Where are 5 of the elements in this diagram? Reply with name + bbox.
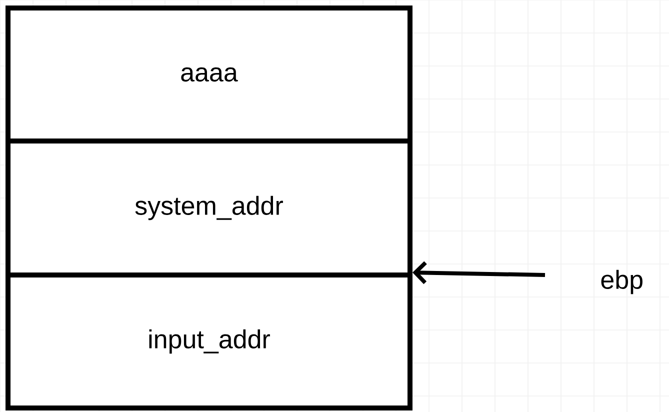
- arrow: [412, 261, 546, 284]
- register-label: ebp: [601, 270, 642, 294]
- stack-cell: input_addr: [6, 272, 412, 410]
- stack-cell: aaaa: [6, 6, 412, 144]
- stack-cell: system_addr: [6, 138, 412, 278]
